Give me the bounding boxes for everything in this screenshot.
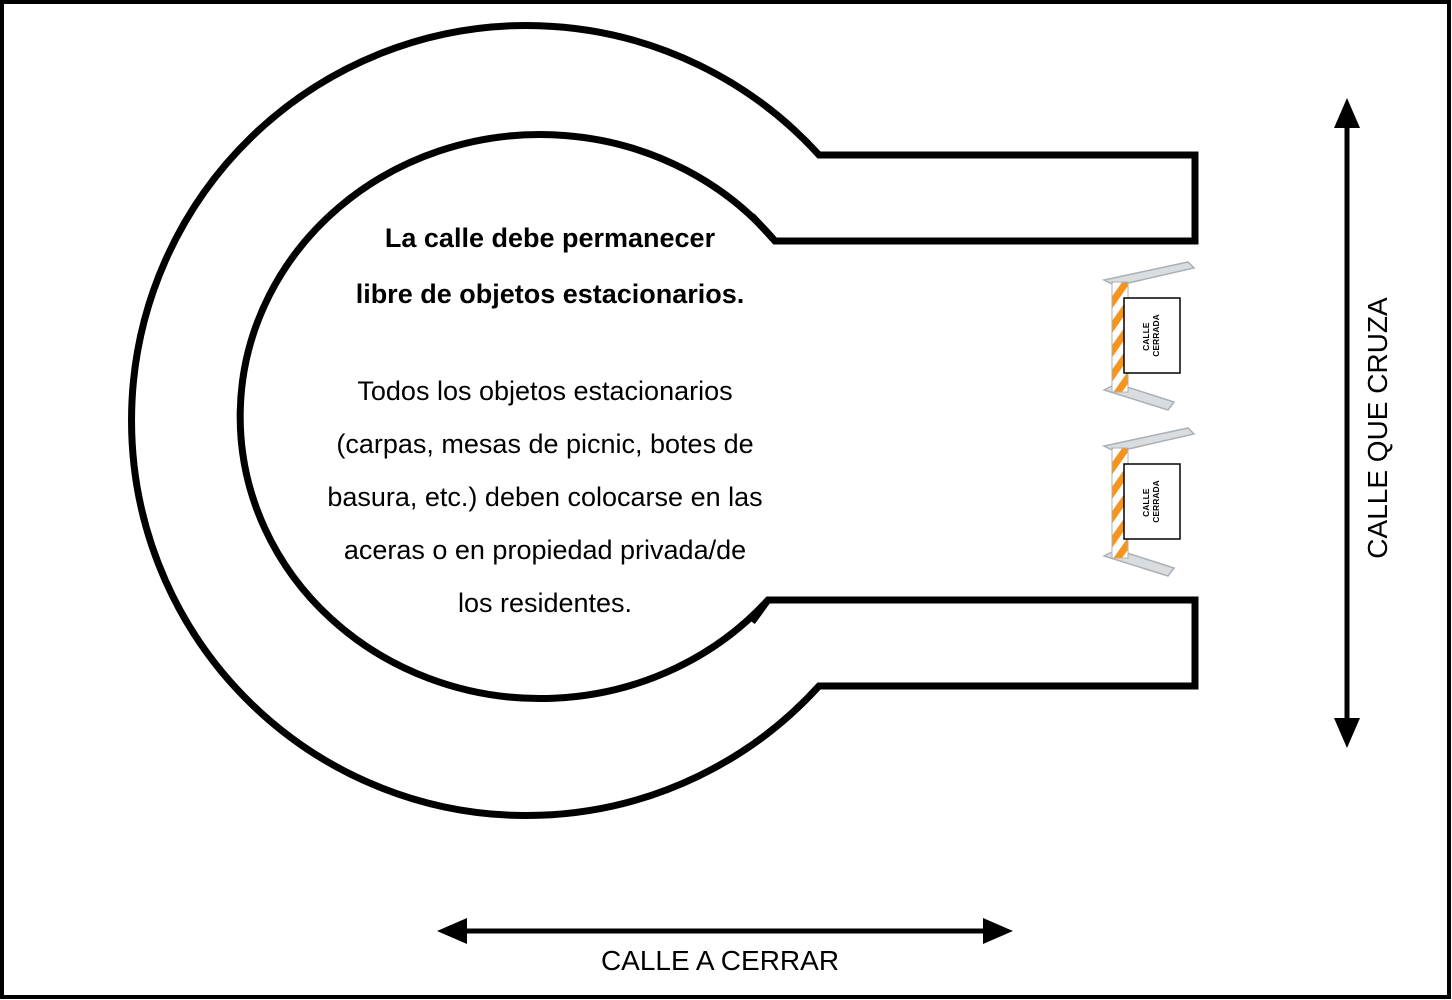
barricade-2: CALLE CERRADA	[1101, 427, 1196, 577]
barricade-1: CALLE CERRADA	[1101, 261, 1196, 411]
road-join-top	[749, 213, 778, 244]
notice-body-line: (carpas, mesas de picnic, botes de	[336, 429, 754, 459]
arrow-head-up	[1334, 98, 1360, 128]
notice-body-line: basura, etc.) deben colocarse en las	[327, 482, 763, 512]
arrow-head-down	[1334, 718, 1360, 748]
barricade-top-frame	[1101, 427, 1196, 451]
cul-de-sac-outer-edge	[128, 22, 1199, 819]
notice-body-line: los residentes.	[457, 588, 633, 618]
arrow-head-right	[983, 918, 1013, 944]
closed-street-label: CALLE A CERRAR	[600, 945, 840, 976]
notice-heading-line: La calle debe permanecer	[384, 223, 716, 253]
road-join-bottom	[749, 597, 771, 625]
closed-street-sign-text: CALLE CERRADA	[1141, 480, 1161, 523]
closed-street-sign-text: CALLE CERRADA	[1141, 314, 1161, 357]
barricade-top-frame	[1101, 261, 1196, 285]
closed-street-sign	[1123, 297, 1181, 374]
notice-heading-line: libre de objetos estacionarios.	[355, 279, 745, 309]
arrow-head-left	[437, 918, 467, 944]
cross-street-label: CALLE QUE CRUZA	[1362, 297, 1393, 559]
notice-body: Todos los objetos estacionarios (carpas,…	[255, 365, 835, 630]
closed-street-sign	[1123, 463, 1181, 540]
closed-street-arrow	[437, 918, 1013, 944]
cross-street-arrow	[1334, 98, 1360, 748]
notice-body-line: aceras o en propiedad privada/de	[343, 535, 747, 565]
notice-body-line: Todos los objetos estacionarios	[357, 376, 733, 406]
notice-heading: La calle debe permanecer libre de objeto…	[290, 210, 810, 322]
